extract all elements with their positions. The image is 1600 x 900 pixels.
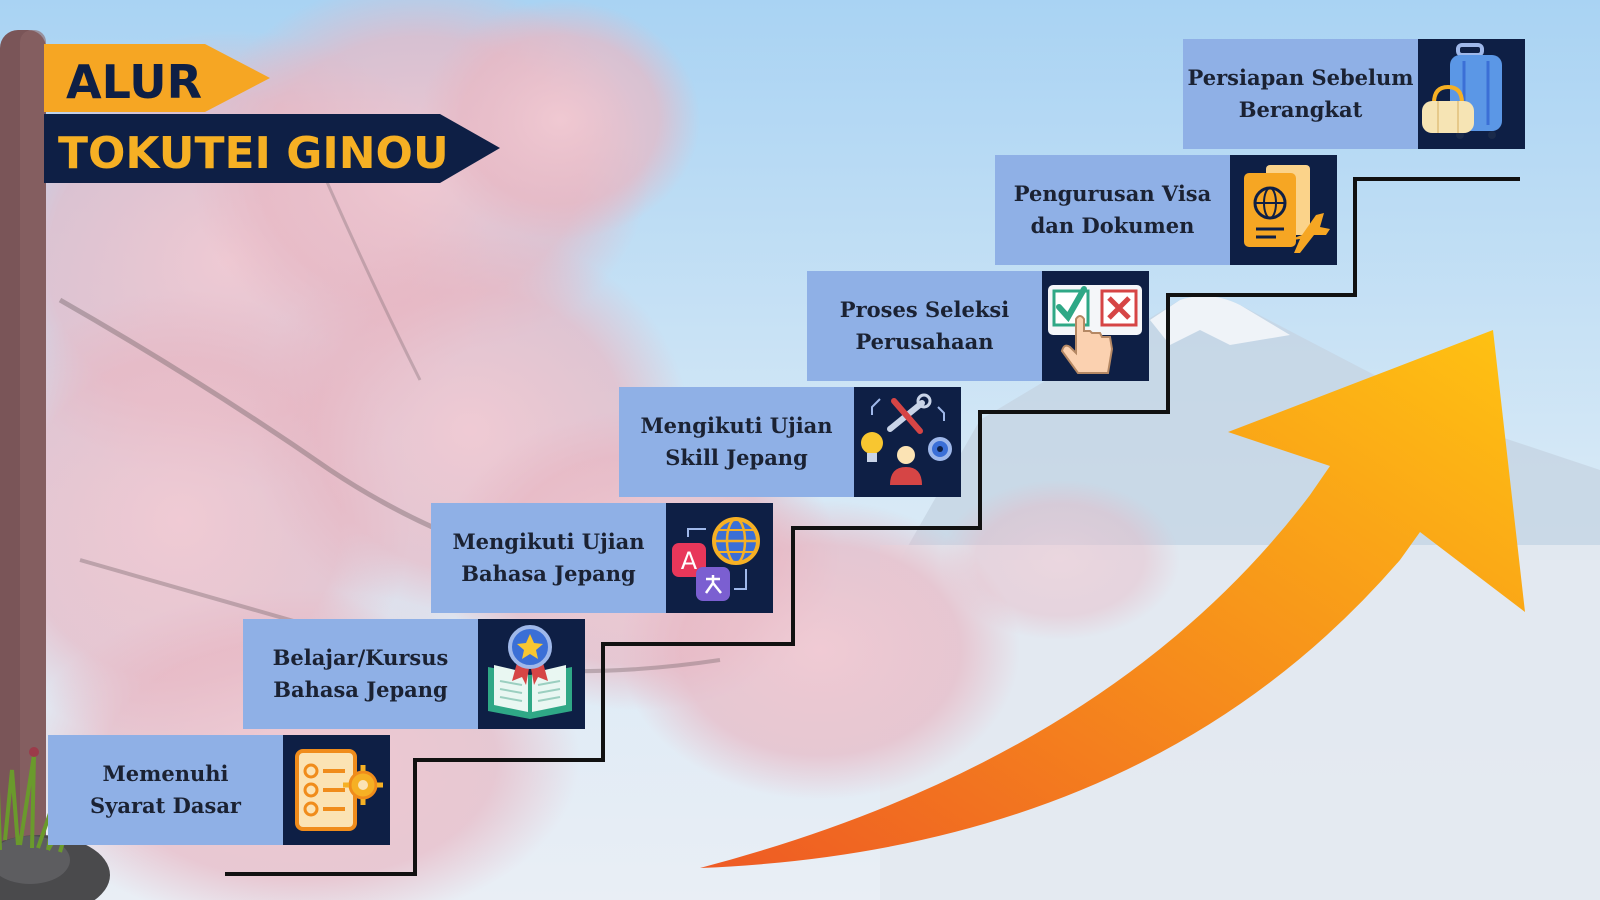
title-line-1: ALUR [66,55,202,109]
step-box [807,271,1042,381]
mountain-snowcap [1150,296,1290,345]
staircase-line [225,177,1520,876]
step-label-line: Syarat Dasar [90,793,241,818]
step-label-line: Bahasa Jepang [273,677,448,702]
step-box [243,619,478,729]
step-label-belajar: Belajar/Kursus Bahasa Jepang [243,619,478,729]
step-label-line: Belajar/Kursus [272,645,449,670]
step-label-persiapan: Persiapan Sebelum Berangkat [1183,39,1418,149]
title-line-2: TOKUTEI GINOU [58,128,449,179]
step-label-seleksi: Proses Seleksi Perusahaan [807,271,1042,381]
step-box [995,155,1230,265]
title-banner-main [44,114,500,183]
step-label-line: dan Dokumen [1030,213,1195,238]
step-label-line: Perusahaan [855,329,994,354]
step-label-line: Memenuhi [102,761,229,786]
title-banner-top [44,44,270,112]
step-box [619,387,854,497]
growth-arrow [700,330,1525,868]
grass-rock-decoration [0,747,110,900]
book-award-icon [488,625,572,719]
step-label-ujian-bahasa: Mengikuti Ujian Bahasa Jepang [431,503,666,613]
step-label-line: Pengurusan Visa [1013,181,1212,206]
skill-tools-icon [861,393,952,485]
svg-text:A: A [681,547,698,575]
step-label-line: Bahasa Jepang [461,561,636,586]
step-label-line: Mengikuti Ujian [452,529,645,554]
step-label-visa: Pengurusan Visa dan Dokumen [995,155,1230,265]
step-label-line: Skill Jepang [665,445,808,470]
passport-plane-icon [1244,165,1330,253]
selection-check-cross-icon [1048,285,1142,374]
luggage-icon [1422,43,1502,139]
step-box [48,735,283,845]
step-label-line: Mengikuti Ujian [640,413,833,438]
checklist-gear-icon [295,749,383,831]
step-label-line: Proses Seleksi [839,297,1010,322]
step-box [1183,39,1418,149]
step-label-line: Persiapan Sebelum [1187,65,1414,90]
language-translate-icon: A [672,517,760,601]
step-label-ujian-skill: Mengikuti Ujian Skill Jepang [619,387,854,497]
step-label-line: Berangkat [1238,97,1363,122]
step-box [431,503,666,613]
step-label-memenuhi: Memenuhi Syarat Dasar [48,735,283,845]
